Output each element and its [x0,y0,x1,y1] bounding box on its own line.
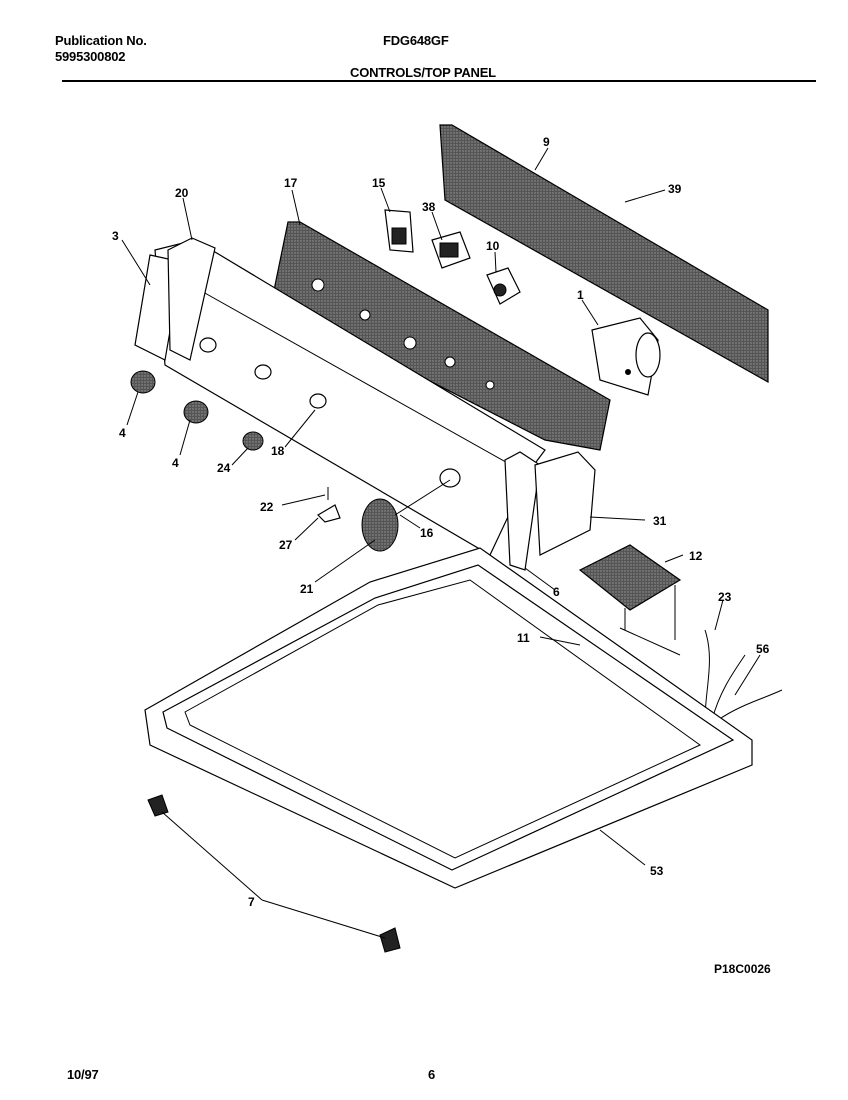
callout-9: 9 [543,135,550,149]
callout-53: 53 [650,864,664,878]
callout-4-upper: 4 [119,426,126,440]
right-end-cap-part [504,451,596,571]
leader-lines [121,147,761,939]
footer-date: 10/97 [67,1067,99,1082]
callout-56: 56 [756,642,770,656]
callout-23: 23 [718,590,732,604]
callout-16: 16 [420,526,434,540]
callout-31: 31 [653,514,667,528]
drawing-code: P18C0026 [714,962,771,976]
publication-number: 5995300802 [55,49,126,64]
callout-27: 27 [279,538,293,552]
callout-15: 15 [372,176,386,190]
selector-switch-part [486,267,521,305]
callout-17: 17 [284,176,298,190]
callout-4-lower: 4 [172,456,179,470]
callout-21: 21 [300,582,314,596]
callout-6: 6 [553,585,560,599]
callout-38: 38 [422,200,436,214]
callout-39: 39 [668,182,682,196]
callout-24: 24 [217,461,231,475]
control-panel-backing-part [271,221,611,451]
small-bracket-part [317,487,341,523]
bracket-part [431,231,471,269]
callout-1: 1 [577,288,584,302]
top-panel-part [144,547,753,889]
callout-22: 22 [260,500,274,514]
callout-18: 18 [271,444,285,458]
knob-part [130,370,451,552]
callout-7: 7 [248,895,255,909]
section-title: CONTROLS/TOP PANEL [350,65,496,80]
callout-20: 20 [175,186,189,200]
callout-11: 11 [517,631,530,645]
callout-10: 10 [486,239,500,253]
timer-part [591,317,661,396]
callout-3: 3 [112,229,119,243]
callout-12: 12 [689,549,703,563]
left-end-cap-part [134,237,216,361]
hinge-part [147,794,401,953]
model-number: FDG648GF [383,33,449,48]
switch-part [384,209,414,253]
rear-panel-part [439,124,769,384]
publication-label: Publication No. [55,33,147,48]
header-rule [62,80,816,82]
callout-labels: 9 39 15 38 10 17 20 3 1 4 4 24 18 22 27 … [112,135,771,976]
footer-page-number: 6 [428,1067,436,1082]
